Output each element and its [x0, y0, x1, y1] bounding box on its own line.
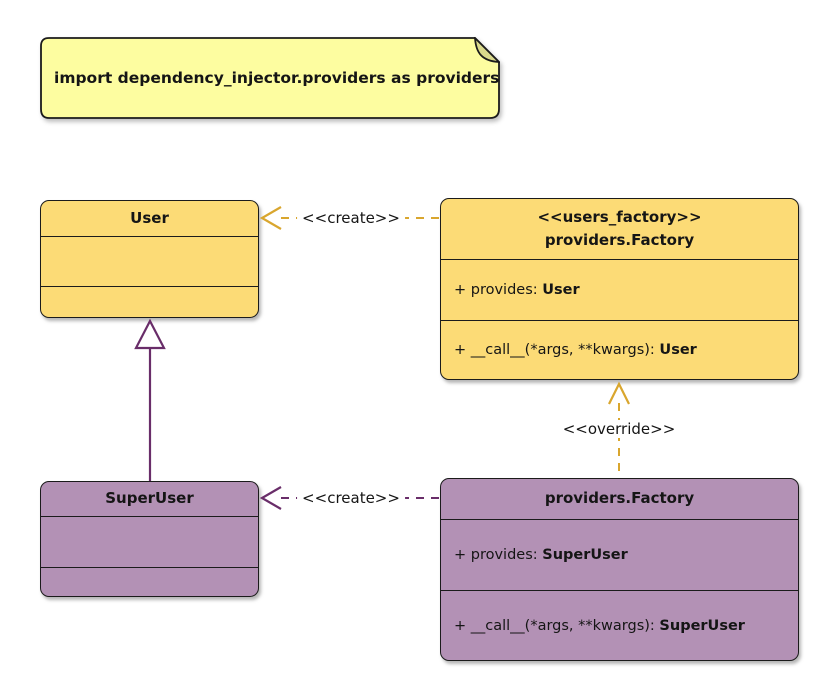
note-text: import dependency_injector.providers as … — [54, 69, 500, 87]
attribute-text: + provides: — [454, 547, 543, 563]
class-name: User — [130, 208, 169, 227]
class-title-superuser: SuperUser — [41, 482, 258, 516]
class-title-users-factory: <<users_factory>> providers.Factory — [441, 199, 798, 259]
class-stereotype: <<users_factory>> — [537, 207, 702, 226]
attribute-type: SuperUser — [542, 547, 628, 563]
methods-compartment-users-factory: + __call__(*args, **kwargs): User — [441, 320, 798, 379]
class-box-user: User — [40, 200, 259, 318]
methods-compartment-user — [41, 286, 258, 317]
class-box-superuser: SuperUser — [40, 481, 259, 597]
attribute-type: User — [542, 282, 580, 298]
override-edge-label: <<override>> — [557, 420, 681, 438]
class-title-user: User — [41, 201, 258, 236]
note: import dependency_injector.providers as … — [40, 37, 500, 119]
create-superuser-edge-label: <<create>> — [297, 489, 405, 507]
methods-compartment-superuser-factory: + __call__(*args, **kwargs): SuperUser — [441, 590, 798, 660]
attributes-compartment-superuser — [41, 516, 258, 567]
attributes-compartment-superuser-factory: + provides: SuperUser — [441, 519, 798, 590]
class-name: providers.Factory — [544, 489, 695, 508]
class-box-users-factory: <<users_factory>> providers.Factory + pr… — [440, 198, 799, 380]
method-text: + __call__(*args, **kwargs): — [454, 617, 660, 634]
class-name: SuperUser — [105, 489, 194, 508]
attribute-text: + provides: — [454, 282, 543, 298]
create-superuser-arrowhead-icon — [259, 486, 282, 510]
method-type: SuperUser — [659, 617, 745, 634]
attributes-compartment-users-factory: + provides: User — [441, 259, 798, 320]
override-arrowhead-icon — [608, 381, 630, 405]
note-shape — [40, 37, 500, 119]
class-box-superuser-factory: providers.Factory + provides: SuperUser … — [440, 478, 799, 661]
method-text: + __call__(*args, **kwargs): — [454, 342, 660, 358]
create-user-arrowhead-icon — [259, 206, 282, 230]
method-type: User — [659, 342, 697, 358]
attributes-compartment-user — [41, 236, 258, 286]
create-user-edge-label: <<create>> — [297, 209, 405, 227]
methods-compartment-superuser — [41, 567, 258, 596]
note-fold-icon — [474, 37, 500, 63]
class-name: providers.Factory — [544, 231, 695, 249]
class-title-superuser-factory: providers.Factory — [441, 479, 798, 519]
inheritance-triangle-icon — [134, 318, 166, 350]
